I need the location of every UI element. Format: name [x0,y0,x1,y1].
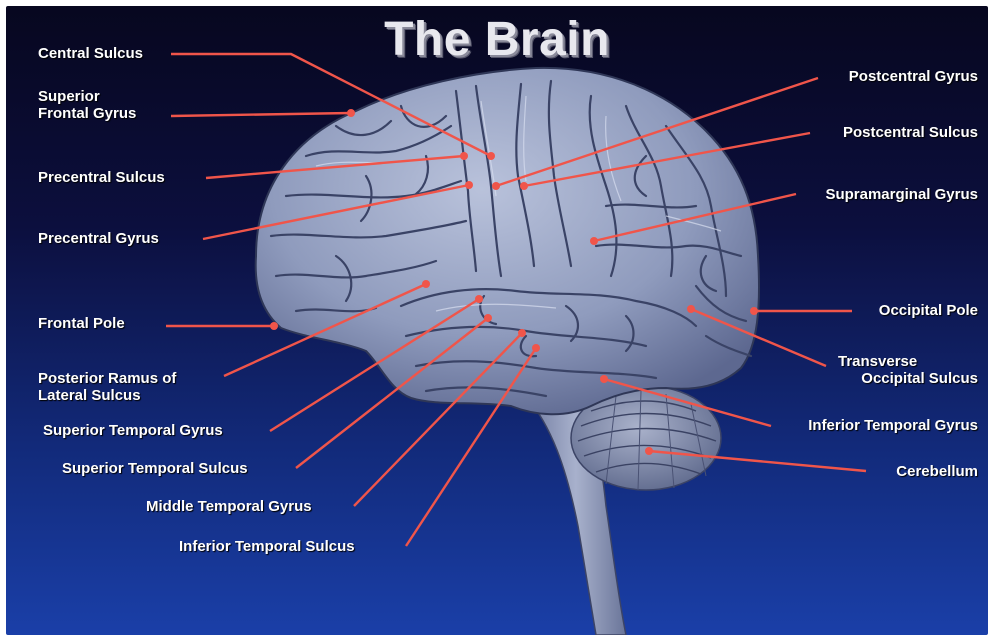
label-superior-temporal-sulcus: Superior Temporal Sulcus [62,460,248,477]
label-central-sulcus: Central Sulcus [38,45,143,62]
label-posterior-ramus-line1: Posterior Ramus of [38,370,176,387]
label-precentral-sulcus: Precentral Sulcus [38,169,165,186]
label-postcentral-sulcus: Postcentral Sulcus [843,124,978,141]
label-postcentral-gyrus: Postcentral Gyrus [849,68,978,85]
label-posterior-ramus-line2: Lateral Sulcus [38,387,141,404]
leader-superior-frontal-gyrus [171,113,351,116]
label-precentral-gyrus: Precentral Gyrus [38,230,159,247]
label-superior-frontal-gyrus-line1: Superior [38,88,100,105]
label-inferior-temporal-gyrus: Inferior Temporal Gyrus [808,417,978,434]
label-frontal-pole: Frontal Pole [38,315,125,332]
label-middle-temporal-gyrus: Middle Temporal Gyrus [146,498,312,515]
label-supramarginal-gyrus: Supramarginal Gyrus [825,186,978,203]
label-superior-frontal-gyrus-line2: Frontal Gyrus [38,105,136,122]
brain-illustration [6,6,988,635]
cerebrum-shape [256,68,759,414]
label-occipital-pole: Occipital Pole [879,302,978,319]
label-inferior-temporal-sulcus: Inferior Temporal Sulcus [179,538,355,555]
diagram-frame: The Brain [6,6,988,635]
label-transverse-occipital-sulcus-line1: Transverse [838,353,917,370]
label-transverse-occipital-sulcus-line2: Occipital Sulcus [861,370,978,387]
label-cerebellum: Cerebellum [896,463,978,480]
label-superior-temporal-gyrus: Superior Temporal Gyrus [43,422,223,439]
